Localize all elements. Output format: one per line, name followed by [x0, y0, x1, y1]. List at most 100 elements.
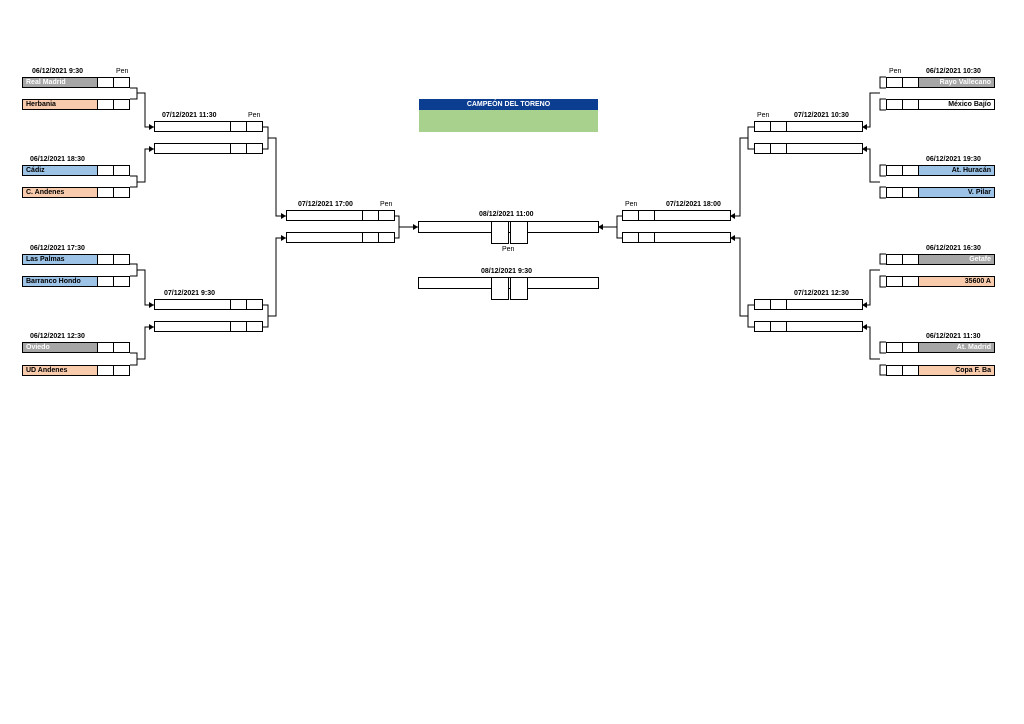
match-date: 07/12/2021 12:30	[794, 290, 849, 297]
score-box[interactable]	[491, 277, 509, 300]
penalty-box[interactable]	[113, 254, 130, 265]
score-box[interactable]	[902, 365, 919, 376]
champion-slot[interactable]	[419, 110, 598, 132]
match-date: 06/12/2021 17:30	[30, 245, 85, 252]
penalty-box[interactable]	[886, 276, 903, 287]
score-box[interactable]	[902, 187, 919, 198]
penalty-box[interactable]	[886, 187, 903, 198]
score-box[interactable]	[97, 99, 114, 110]
penalty-box[interactable]	[886, 165, 903, 176]
penalty-box[interactable]	[113, 77, 130, 88]
team-slot[interactable]	[154, 143, 231, 154]
team-slot[interactable]	[786, 143, 863, 154]
team-slot[interactable]	[786, 121, 863, 132]
score-box[interactable]	[230, 143, 247, 154]
penalty-box[interactable]	[886, 77, 903, 88]
team-slot[interactable]: Herbania	[22, 99, 98, 110]
team-slot[interactable]: Real Madrid	[22, 77, 98, 88]
match-date: 06/12/2021 18:30	[30, 156, 85, 163]
team-slot[interactable]: At. Madrid	[918, 342, 995, 353]
penalty-box[interactable]	[622, 210, 639, 221]
score-box[interactable]	[510, 221, 528, 244]
score-box[interactable]	[97, 342, 114, 353]
penalty-box[interactable]	[886, 365, 903, 376]
penalty-box[interactable]	[886, 342, 903, 353]
penalty-box[interactable]	[378, 232, 395, 243]
penalty-box[interactable]	[113, 165, 130, 176]
score-box[interactable]	[97, 254, 114, 265]
penalty-box[interactable]	[754, 121, 771, 132]
penalty-box[interactable]	[622, 232, 639, 243]
team-slot[interactable]: Barranco Hondo	[22, 276, 98, 287]
score-box[interactable]	[97, 165, 114, 176]
match-date: 07/12/2021 17:00	[298, 201, 353, 208]
penalty-box[interactable]	[886, 99, 903, 110]
score-box[interactable]	[97, 365, 114, 376]
score-box[interactable]	[902, 342, 919, 353]
penalty-box[interactable]	[754, 321, 771, 332]
score-box[interactable]	[230, 299, 247, 310]
score-box[interactable]	[97, 187, 114, 198]
penalty-box[interactable]	[754, 143, 771, 154]
score-box[interactable]	[97, 276, 114, 287]
score-box[interactable]	[97, 77, 114, 88]
penalty-box[interactable]	[886, 254, 903, 265]
penalty-box[interactable]	[246, 321, 263, 332]
team-slot[interactable]	[154, 121, 231, 132]
score-box[interactable]	[362, 210, 379, 221]
match-date: 07/12/2021 18:00	[666, 201, 721, 208]
score-box[interactable]	[902, 254, 919, 265]
pen-label: Pen	[889, 68, 902, 75]
score-box[interactable]	[902, 276, 919, 287]
penalty-box[interactable]	[113, 99, 130, 110]
team-slot[interactable]	[654, 210, 731, 221]
match-date: 08/12/2021 11:00	[479, 211, 534, 218]
score-box[interactable]	[902, 77, 919, 88]
team-slot[interactable]: Rayo Vallecano	[918, 77, 995, 88]
penalty-box[interactable]	[113, 187, 130, 198]
penalty-box[interactable]	[754, 299, 771, 310]
team-slot[interactable]: México Bajío	[918, 99, 995, 110]
penalty-box[interactable]	[113, 276, 130, 287]
team-slot[interactable]: Las Palmas	[22, 254, 98, 265]
score-box[interactable]	[230, 121, 247, 132]
penalty-box[interactable]	[378, 210, 395, 221]
score-box[interactable]	[770, 321, 787, 332]
penalty-box[interactable]	[246, 143, 263, 154]
penalty-box[interactable]	[246, 299, 263, 310]
team-slot[interactable]	[154, 321, 231, 332]
team-slot[interactable]	[654, 232, 731, 243]
score-box[interactable]	[510, 277, 528, 300]
score-box[interactable]	[362, 232, 379, 243]
team-slot[interactable]: Cádiz	[22, 165, 98, 176]
team-slot[interactable]: UD Andenes	[22, 365, 98, 376]
score-box[interactable]	[902, 165, 919, 176]
team-slot[interactable]	[286, 210, 363, 221]
score-box[interactable]	[902, 99, 919, 110]
score-box[interactable]	[770, 299, 787, 310]
penalty-box[interactable]	[113, 365, 130, 376]
team-slot[interactable]	[286, 232, 363, 243]
score-box[interactable]	[770, 121, 787, 132]
team-slot[interactable]: Getafe	[918, 254, 995, 265]
score-box[interactable]	[638, 232, 655, 243]
penalty-box[interactable]	[113, 342, 130, 353]
team-slot[interactable]: C. Andenes	[22, 187, 98, 198]
team-slot[interactable]	[786, 299, 863, 310]
score-box[interactable]	[638, 210, 655, 221]
score-box[interactable]	[491, 221, 509, 244]
score-box[interactable]	[230, 321, 247, 332]
team-slot[interactable]	[154, 299, 231, 310]
team-slot[interactable]: 35600 A	[918, 276, 995, 287]
team-slot[interactable]: Oviedo	[22, 342, 98, 353]
team-slot[interactable]	[786, 321, 863, 332]
team-slot[interactable]: Copa F. Ba	[918, 365, 995, 376]
match-date: 06/12/2021 16:30	[926, 245, 981, 252]
match-date: 07/12/2021 10:30	[794, 112, 849, 119]
team-slot[interactable]: V. Pilar	[918, 187, 995, 198]
pen-label: Pen	[502, 246, 515, 253]
score-box[interactable]	[770, 143, 787, 154]
penalty-box[interactable]	[246, 121, 263, 132]
team-slot[interactable]: At. Huracán	[918, 165, 995, 176]
